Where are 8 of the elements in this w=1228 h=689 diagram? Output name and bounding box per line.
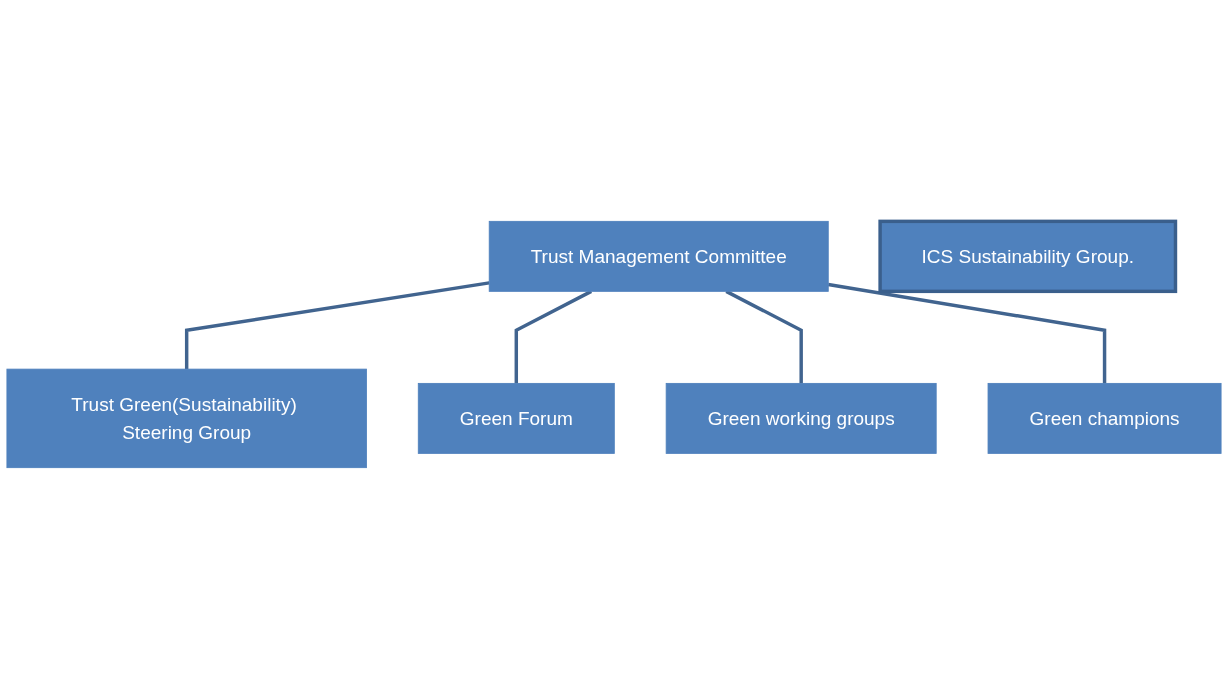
node-box: Trust Green(Sustainability) Steering Group — [6, 368, 367, 469]
node-box: Green champions — [987, 382, 1222, 454]
node-box: ICS Sustainability Group. — [878, 219, 1178, 294]
node-box: Green Forum — [417, 382, 615, 454]
connector — [827, 282, 1107, 384]
connector — [184, 281, 490, 370]
node-box: Trust Management Committee — [488, 220, 829, 292]
node-box: Green working groups — [665, 382, 937, 454]
